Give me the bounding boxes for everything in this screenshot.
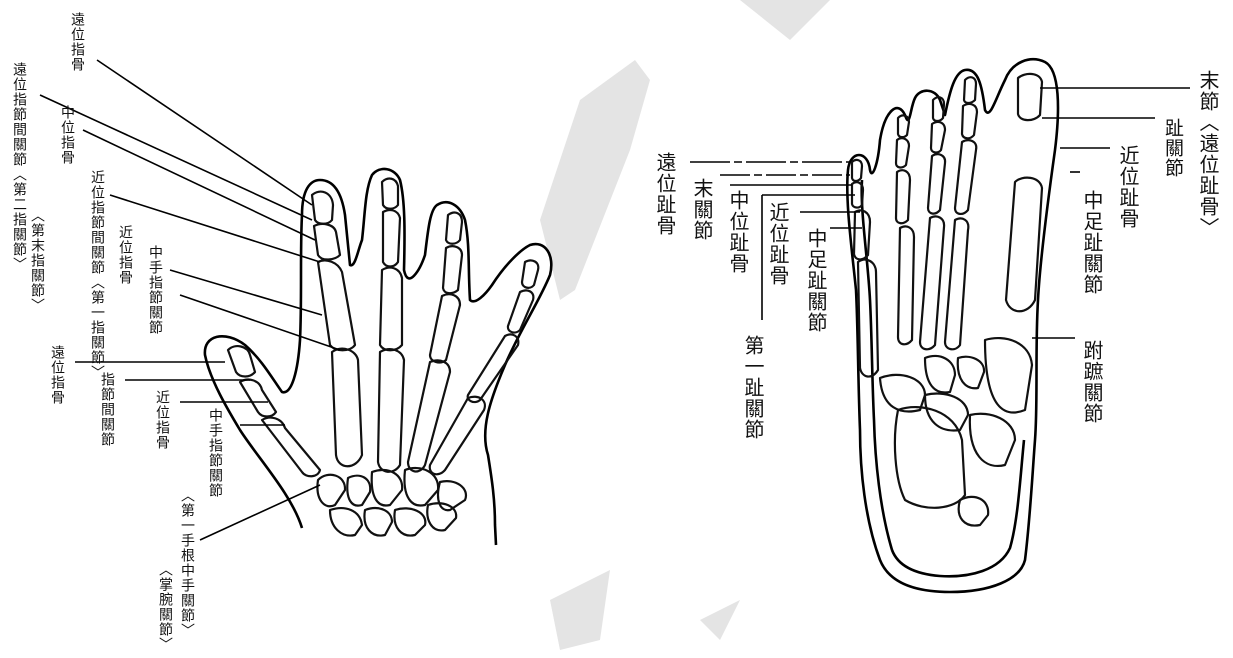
thumb-ip-joint-label: 指節間關節 <box>99 372 115 447</box>
foot-terminal-joint-right-label: 末節〈遠位趾骨〉 <box>1196 70 1220 238</box>
hand-middle-phalanx-label: 中位指骨 <box>59 105 75 165</box>
metacarpals-carpals <box>316 347 486 537</box>
thumb-distal-phalanx-label: 遠位指骨 <box>49 345 65 405</box>
foot-leader-lines <box>690 87 1190 339</box>
hand-proximal-phalanx-label: 近位指骨 <box>117 225 133 285</box>
foot-distal-phalanx-label: 遠位趾骨 <box>653 152 677 236</box>
thumb-proximal-phalanx-label: 近位指骨 <box>154 390 170 450</box>
hand-mcp-joint-label: 中手指節關節 <box>147 245 163 335</box>
hand-pip-joint-label: 近位指節間關節〈第一指關節〉 <box>89 170 105 380</box>
foot-outline <box>845 58 1060 594</box>
finger-bones <box>226 177 540 478</box>
watermark <box>540 0 830 650</box>
foot-diagram <box>690 58 1190 594</box>
foot-first-mtp-joint-label: 第一趾關節 <box>741 335 765 440</box>
hand-dip-joint-label: 遠位指節間關節〈第二指關節〉 <box>11 62 27 272</box>
hand-dip-joint-alt-label: 〈第末指關節〉 <box>29 208 45 313</box>
cmc-joint-sub-label: 〈掌腕關節〉 <box>157 562 173 652</box>
foot-mtp-joint-label: 中足趾關節 <box>804 228 828 333</box>
foot-proximal-phalanx-label: 近位趾骨 <box>766 202 790 286</box>
foot-proximal-phalanx-right-label: 近位趾骨 <box>1116 145 1140 229</box>
foot-tmt-joint-label: 跗蹠關節 <box>1080 340 1104 424</box>
hand-leader-lines <box>39 59 341 541</box>
foot-terminal-joint-label: 末關節 <box>690 178 714 241</box>
foot-middle-phalanx-label: 中位趾骨 <box>726 190 750 274</box>
toe-bones <box>850 72 1044 378</box>
tarsal-bones <box>878 336 1034 527</box>
thumb-mcp-joint-label: 中手指節關節 <box>207 408 223 498</box>
foot-mtp-joint-right-label: 中足趾關節 <box>1080 190 1104 295</box>
hand-distal-phalanx-label: 遠位指骨 <box>69 12 85 72</box>
hand-diagram <box>39 59 553 546</box>
foot-inner-outline <box>860 179 1026 578</box>
cmc-joint-label: 〈第一手根中手關節〉 <box>179 488 195 638</box>
foot-toe-joint-label: 趾關節 <box>1162 118 1184 178</box>
hand-outline <box>203 167 553 546</box>
